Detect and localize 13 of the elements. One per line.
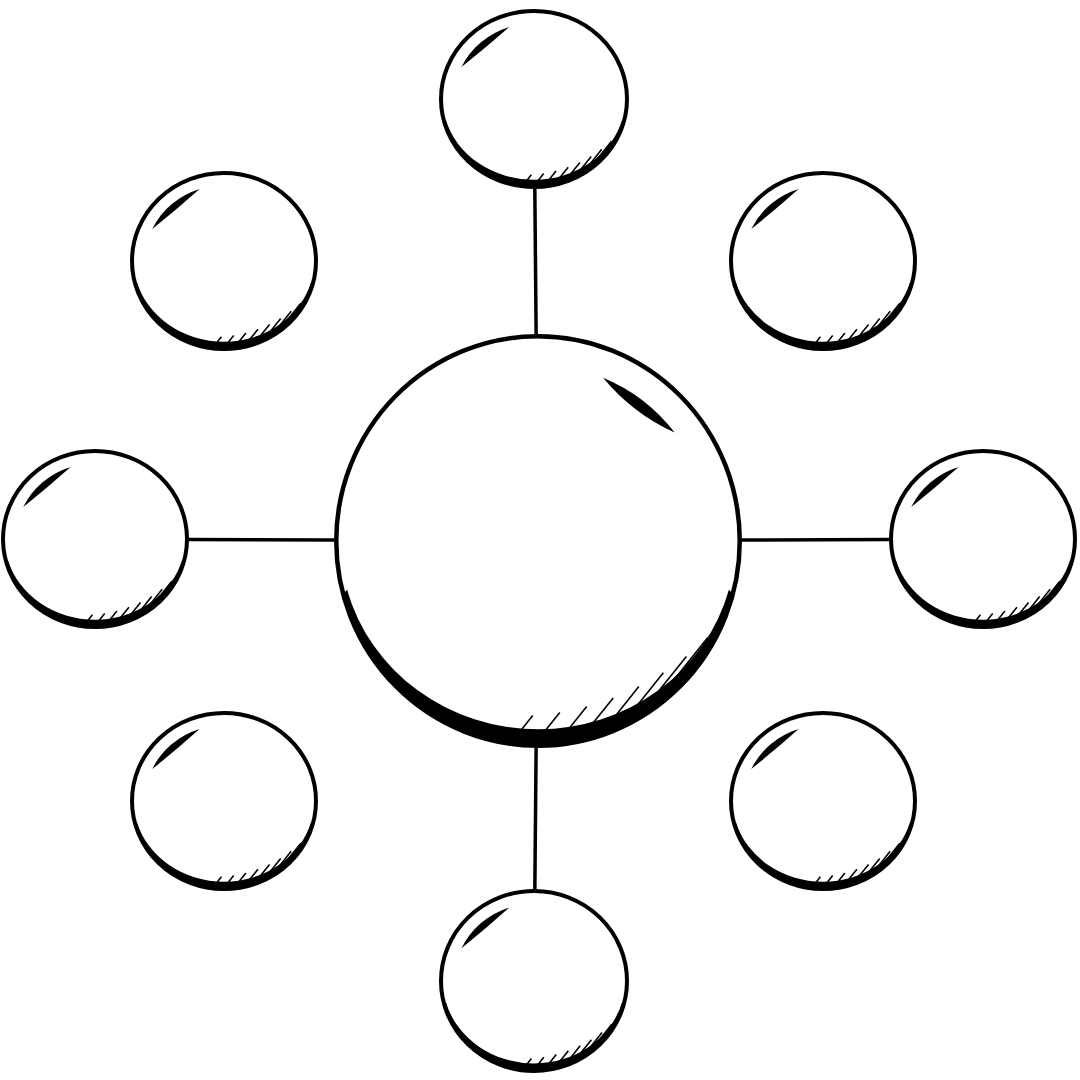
- bubble-circle: [888, 448, 1078, 630]
- bubble-circle: [333, 333, 743, 749]
- bubble-circle: [129, 170, 319, 352]
- connector-line: [533, 747, 538, 889]
- bubble-circle: [0, 448, 190, 630]
- bubble-circle: [728, 170, 918, 352]
- connector-line: [189, 537, 334, 542]
- connector-line: [742, 537, 889, 542]
- bubble-circle: [129, 710, 319, 892]
- connector-line: [533, 189, 538, 335]
- bubble-circle: [438, 8, 630, 190]
- bubble-circle: [728, 710, 918, 892]
- bubble-circle: [438, 888, 630, 1074]
